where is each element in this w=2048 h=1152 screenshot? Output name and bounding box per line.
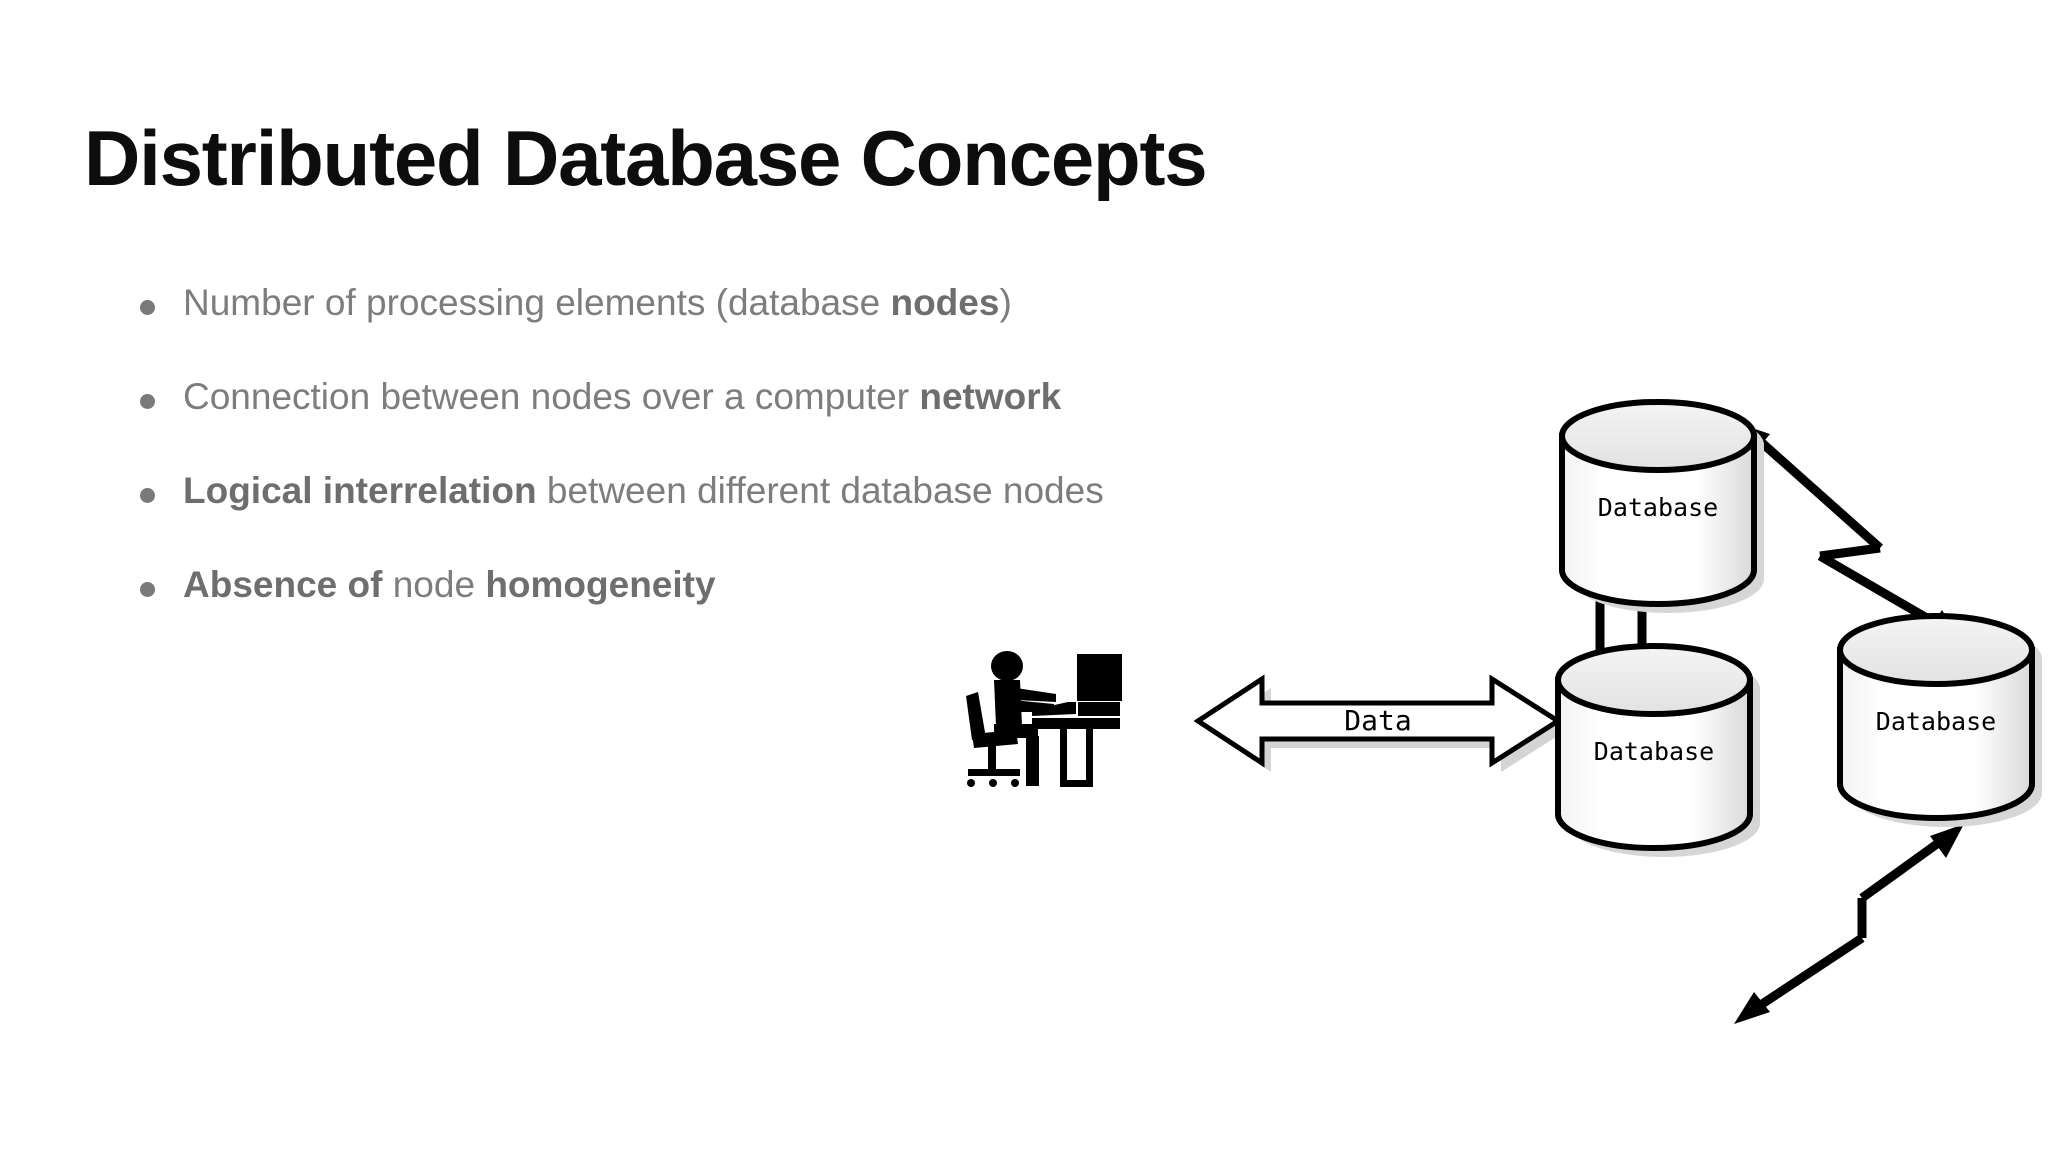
bullet-dot-icon bbox=[140, 300, 155, 315]
database-node-right: Database bbox=[1830, 612, 2048, 842]
database-node-label: Database bbox=[1876, 707, 1996, 736]
bullet-dot-icon bbox=[140, 487, 155, 503]
bullet-text: Logical interrelation between different … bbox=[183, 469, 1104, 511]
list-item: Connection between nodes over a computer… bbox=[140, 372, 1440, 422]
list-item: Number of processing elements (database … bbox=[140, 278, 1440, 328]
database-node-label: Database bbox=[1594, 737, 1714, 766]
bullet-list: Number of processing elements (database … bbox=[140, 278, 1440, 654]
list-item: Logical interrelation between different … bbox=[140, 466, 1440, 516]
database-node-label: Database bbox=[1598, 493, 1718, 522]
link-bottom-right bbox=[1730, 820, 1970, 1030]
database-node-top: Database bbox=[1552, 398, 1772, 628]
list-item: Absence of node homogeneity bbox=[140, 560, 1440, 610]
bullet-dot-icon bbox=[140, 581, 155, 597]
data-link-arrow: Data bbox=[1180, 662, 1580, 772]
bullet-text: Number of processing elements (database … bbox=[183, 282, 1012, 323]
bullet-text: Absence of node homogeneity bbox=[183, 563, 716, 605]
distributed-database-diagram: Data bbox=[940, 380, 2048, 1080]
person-at-computer-icon bbox=[960, 642, 1170, 802]
data-link-label: Data bbox=[1344, 704, 1411, 737]
page-title: Distributed Database Concepts bbox=[84, 114, 1208, 202]
bullet-dot-icon bbox=[140, 393, 155, 409]
bullet-text: Connection between nodes over a computer… bbox=[183, 375, 1062, 417]
database-node-bottom: Database bbox=[1548, 642, 1768, 872]
